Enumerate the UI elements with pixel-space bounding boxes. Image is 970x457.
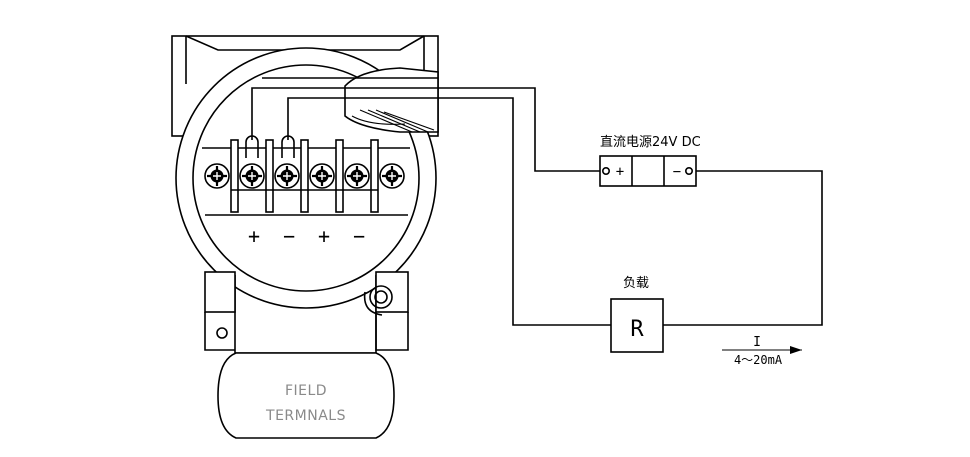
power-minus-sign: − <box>673 164 681 180</box>
loop-wire <box>663 170 823 326</box>
terminal-separator <box>265 139 274 213</box>
screw-terminal-icon <box>309 163 335 189</box>
resistor-symbol: R <box>630 317 644 342</box>
screw-terminal-icon <box>239 163 265 189</box>
current-symbol: I <box>753 335 761 350</box>
terminal-separator <box>335 139 344 213</box>
arrow-right-icon <box>790 346 802 354</box>
power-plus-terminal <box>601 167 610 176</box>
field-text-line2: TERMNALS <box>265 408 346 424</box>
cable-gland <box>344 67 439 133</box>
polarity-sign-plus: + <box>318 224 330 248</box>
polarity-sign-minus: − <box>353 224 365 248</box>
screw-terminal-icon <box>204 163 230 189</box>
internal-wires <box>251 77 611 326</box>
load-resistor: 负载 R <box>610 276 664 353</box>
right-lug <box>375 271 409 313</box>
left-lug <box>204 271 236 313</box>
resistor-box <box>610 298 664 353</box>
polarity-sign-plus: + <box>248 224 260 248</box>
current-annotation: I 4～20mA <box>722 335 802 367</box>
field-text-line1: FIELD <box>285 383 327 399</box>
screw-terminal-icon <box>379 163 405 189</box>
power-minus-terminal <box>684 167 693 176</box>
power-supply-label: 直流电源24V DC <box>600 135 701 150</box>
housing-lower <box>204 271 409 354</box>
load-label: 负载 <box>623 276 649 291</box>
screw-terminal-icon <box>274 163 300 189</box>
power-supply-body <box>599 155 697 187</box>
terminal-polarity-row: + − + − <box>248 224 365 248</box>
polarity-sign-minus: − <box>283 224 295 248</box>
ground-screw <box>369 285 393 309</box>
terminal-separator <box>230 139 239 213</box>
terminal-block <box>202 139 410 216</box>
current-range: 4～20mA <box>734 353 783 367</box>
power-supply: 直流电源24V DC + − <box>599 135 701 187</box>
rear-cap: FIELD TERMNALS <box>217 352 395 439</box>
power-plus-sign: + <box>616 164 624 180</box>
screw-terminals <box>204 163 405 189</box>
screw-terminal-icon <box>344 163 370 189</box>
terminal-separator <box>370 139 379 213</box>
terminal-separator <box>300 139 309 213</box>
mounting-hole <box>216 327 228 339</box>
housing-inner-ring <box>192 64 420 292</box>
